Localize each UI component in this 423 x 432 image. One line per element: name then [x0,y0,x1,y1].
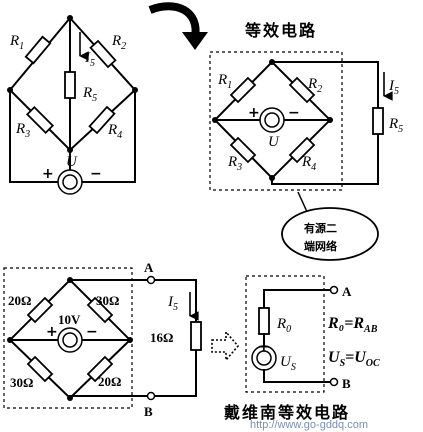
thevenin-arrow [211,329,240,363]
minus-sign: − [90,166,102,182]
plus-sign-2: + [248,105,260,121]
label-i5-numeric: I5 [167,294,178,313]
resistor-30-bl [26,355,54,383]
voltage-source-10v [57,327,83,353]
label-i5: I5 [84,50,95,69]
label-r3-equiv: R3 [227,154,242,173]
callout-line2: 端网络 [304,239,337,253]
label-r5: R5 [82,85,97,104]
resistor-r1-equiv [229,76,257,104]
terminal-b [146,391,156,401]
thevenin-circuit: + A B R0 US R₀=RAB US=UOC 戴维南等效电路 [224,275,380,422]
thevenin-box [245,275,325,393]
node-left-numeric [7,337,13,343]
value-30-tr: 30Ω [96,293,119,308]
equation-us: US=UOC [328,349,380,369]
network-callout [281,207,379,261]
resistor-r3-equiv [229,136,257,164]
resistor-r1 [24,35,52,65]
equivalent-circuit: 等效电路 + − R1 R2 R3 R4 U R5 I5 [209,21,403,261]
resistor-r5 [64,71,76,99]
minus-sign-3: − [86,324,98,340]
equation-r0: R₀=RAB [327,315,378,335]
terminal-a [146,275,156,285]
resistor-r2 [89,39,117,69]
value-20-br: 20Ω [98,374,121,389]
title-equivalent: 等效电路 [244,21,317,40]
resistor-20-br [86,355,114,383]
callout-line1: 有源二 [304,221,337,235]
label-terminal-b-thevenin: B [342,376,351,391]
label-r4-equiv: R4 [301,154,316,173]
resistor-r3 [25,105,55,135]
node-bottom-equiv [269,175,275,181]
node-top-equiv [269,59,275,65]
label-r2: R2 [111,33,126,52]
label-u-equiv: U [268,134,280,150]
label-terminal-b: B [144,404,153,419]
terminal-a-thevenin [329,285,339,295]
voltage-source-2 [259,107,285,133]
resistor-r5-equiv [372,107,384,135]
resistor-r0 [258,307,270,335]
label-r4: R4 [107,122,122,141]
value-20-tl: 20Ω [8,293,31,308]
label-r1-equiv: R1 [217,72,232,91]
resistor-20-tl [26,296,54,324]
voltage-source [57,169,83,195]
resistor-16 [190,321,202,351]
minus-sign-2: − [288,105,300,121]
transform-arrowhead [182,32,208,50]
node-right-numeric [127,337,133,343]
value-10v: 10V [58,312,81,327]
label-terminal-a: A [144,260,154,275]
resistor-r4-equiv [288,136,316,164]
label-i5-equiv: I5 [388,78,399,97]
node-bottom [67,147,73,153]
numeric-circuit: + − 20Ω 30Ω 30Ω 20Ω 10V 16Ω I5 A B [3,260,202,419]
transform-arrow [148,2,200,39]
bridge-circuit: + − R1 R2 R3 R4 R5 I5 U [7,15,138,195]
value-30-bl: 30Ω [10,375,33,390]
caption-thevenin: 戴维南等效电路 [224,403,350,422]
resistor-r2-equiv [288,76,316,104]
node-top [67,15,73,21]
value-16: 16Ω [150,330,173,345]
plus-sign-3: + [46,324,58,340]
label-u: U [66,154,78,170]
node-left-equiv [212,117,218,123]
label-r1: R1 [9,33,24,52]
resistor-r4 [88,105,116,135]
node-left [7,87,13,93]
active-network-box [209,51,343,191]
label-r0: R0 [276,316,291,335]
terminal-b-thevenin [329,377,339,387]
node-right-equiv [327,117,333,123]
resistor-30-tr [86,296,114,324]
node-right [132,87,138,93]
node-bottom-numeric [67,395,73,401]
label-r3: R3 [15,121,30,140]
plus-sign-4: + [258,339,270,355]
label-terminal-a-thevenin: A [342,284,352,299]
watermark: http://www.go-gddq.com [250,419,368,431]
node-top-numeric [67,277,73,283]
plus-sign: + [42,166,54,182]
label-r2-equiv: R2 [307,76,322,95]
label-us: US [280,354,296,373]
label-r5-equiv: R5 [388,116,403,135]
